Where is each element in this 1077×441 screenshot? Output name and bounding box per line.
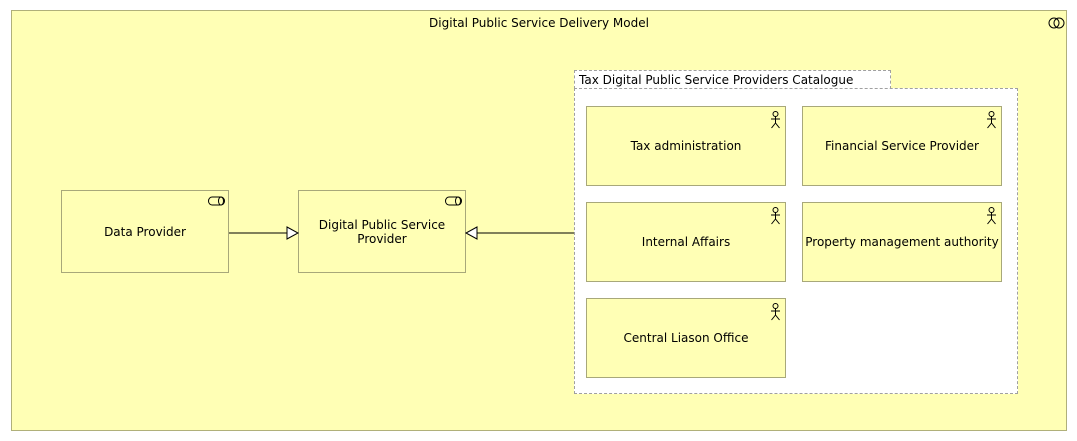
specialization-arrow-data-provider[interactable]: [229, 226, 300, 240]
actor-icon: [987, 111, 996, 129]
actor-label: Property management authority: [805, 235, 999, 249]
actor-financial-service-provider[interactable]: Financial Service Provider: [802, 106, 1002, 186]
role-icon: [208, 196, 225, 206]
role-digital-public-service-provider[interactable]: Digital Public Service Provider: [298, 190, 466, 273]
role-data-provider[interactable]: Data Provider: [61, 190, 229, 273]
actor-label: Internal Affairs: [641, 235, 731, 249]
actor-icon: [771, 207, 780, 225]
role-icon: [445, 196, 462, 206]
actor-label: Tax administration: [630, 139, 742, 153]
model-title: Digital Public Service Delivery Model: [429, 16, 649, 30]
actor-icon: [771, 111, 780, 129]
group-title: Tax Digital Public Service Providers Cat…: [579, 73, 854, 87]
group-title-tab[interactable]: Tax Digital Public Service Providers Cat…: [574, 70, 891, 89]
collaboration-icon: [1048, 17, 1065, 29]
actor-internal-affairs[interactable]: Internal Affairs: [586, 202, 786, 282]
actor-tax-administration[interactable]: Tax administration: [586, 106, 786, 186]
role-label: Digital Public Service Provider: [318, 217, 446, 246]
actor-label: Central Liason Office: [623, 331, 749, 345]
actor-central-liason-office[interactable]: Central Liason Office: [586, 298, 786, 378]
role-label: Data Provider: [104, 224, 186, 239]
actor-icon: [771, 303, 780, 321]
actor-label: Financial Service Provider: [825, 139, 979, 153]
actor-property-management-authority[interactable]: Property management authority: [802, 202, 1002, 282]
specialization-arrow-catalogue[interactable]: [464, 226, 574, 240]
actor-icon: [987, 207, 996, 225]
